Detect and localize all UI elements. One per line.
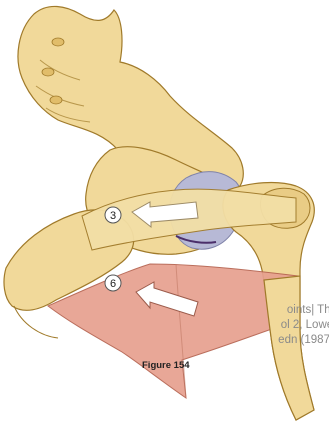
- marker-3: 3: [105, 207, 121, 223]
- svg-text:6: 6: [110, 278, 116, 290]
- caption-line: ol 2, Lower: [205, 318, 329, 333]
- source-caption: oints| The ol 2, Lower edn (1987),: [205, 303, 329, 348]
- caption-line: edn (1987),: [205, 333, 329, 348]
- caption-line: oints| The: [205, 303, 329, 318]
- marker-6: 6: [105, 275, 121, 291]
- figure-label: Figure 154: [142, 360, 190, 371]
- svg-text:3: 3: [110, 210, 116, 222]
